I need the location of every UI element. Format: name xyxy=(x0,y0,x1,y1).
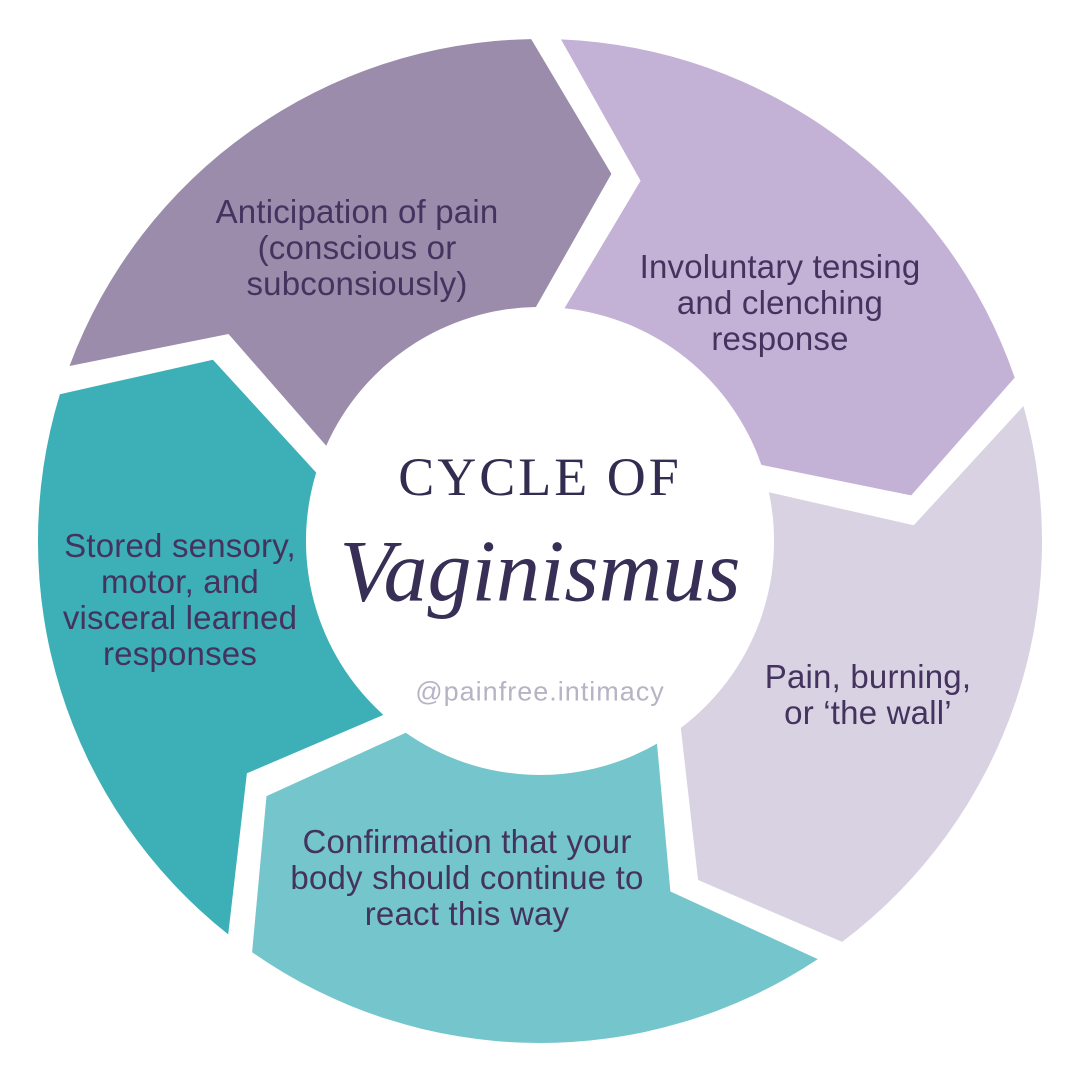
segment-anticipation xyxy=(69,39,612,446)
segment-pain-burning xyxy=(680,406,1042,942)
instagram-handle: @painfree.intimacy xyxy=(415,676,665,707)
segment-label-confirmation: Confirmation that your body should conti… xyxy=(290,823,644,932)
cycle-segments-group xyxy=(37,39,1042,1043)
segment-confirmation xyxy=(252,732,818,1043)
segment-stored-responses xyxy=(37,359,384,935)
segment-involuntary-tensing xyxy=(561,39,1015,496)
segment-label-involuntary-tensing: Involuntary tensing and clenching respon… xyxy=(639,248,921,357)
segment-label-pain-burning: Pain, burning, or ‘the wall’ xyxy=(764,658,972,731)
cycle-title-serif: CYCLE OF xyxy=(398,447,682,507)
segment-label-anticipation: Anticipation of pain (conscious or subco… xyxy=(215,193,499,302)
segment-label-stored-responses: Stored sensory, motor, and visceral lear… xyxy=(62,527,298,672)
cycle-title-script: Vaginismus xyxy=(339,523,741,621)
